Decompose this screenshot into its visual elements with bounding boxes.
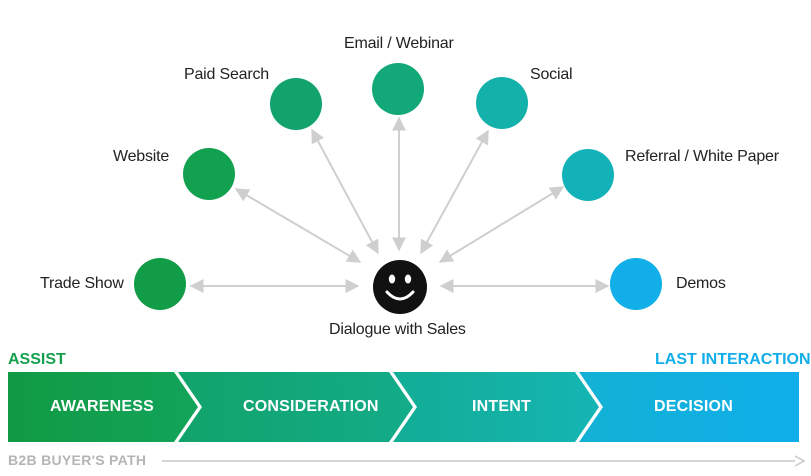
website-circle [183, 148, 235, 200]
stage-decision-shape [579, 372, 799, 442]
social-circle [476, 77, 528, 129]
arrow-social [420, 129, 489, 255]
last-interaction-tag: LAST INTERACTION [655, 351, 811, 368]
label-dialogue-with-sales: Dialogue with Sales [329, 321, 466, 338]
stage-consideration-shape [178, 372, 413, 442]
email-webinar-circle [372, 63, 424, 115]
stage-awareness-label: AWARENESS [50, 398, 155, 415]
stage-band [8, 372, 799, 442]
stage-awareness-shape [8, 372, 198, 442]
arrow-website [234, 188, 362, 263]
path-arrow [162, 455, 806, 467]
stage-consideration-label: CONSIDERATION [243, 398, 379, 415]
stage-intent-shape [393, 372, 599, 442]
arrow-referral [438, 186, 565, 263]
label-website: Website [113, 148, 170, 165]
referral-circle [562, 149, 614, 201]
connector-arrows [189, 116, 610, 293]
label-paid-search: Paid Search [184, 66, 269, 83]
label-email-webinar: Email / Webinar [344, 35, 454, 52]
label-social: Social [530, 66, 573, 83]
smiley-face-icon [373, 260, 427, 314]
paid-search-circle [270, 78, 322, 130]
label-demos: Demos [676, 275, 726, 292]
assist-tag: ASSIST [8, 351, 66, 368]
demos-circle [610, 258, 662, 310]
label-trade-show: Trade Show [40, 275, 124, 292]
label-referral-white-paper: Referral / White Paper [625, 148, 779, 165]
stage-intent-label: INTENT [472, 398, 531, 415]
stage-decision-label: DECISION [654, 398, 733, 415]
trade-show-circle [134, 258, 186, 310]
arrow-paid-search [311, 128, 379, 255]
buyers-path-label: B2B BUYER'S PATH [8, 452, 147, 468]
